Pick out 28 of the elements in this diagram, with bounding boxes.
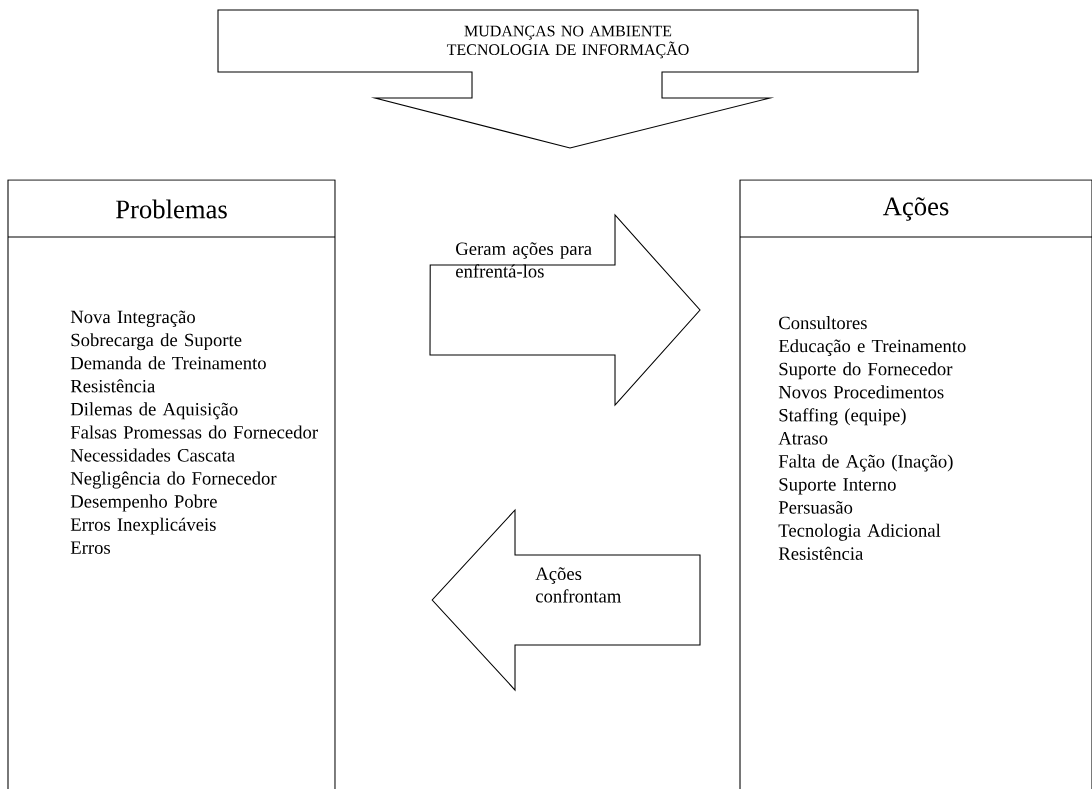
list-item: Atraso <box>778 432 828 445</box>
list-item: Falta de Ação (Inação) <box>778 454 953 472</box>
list-item: Suporte do Fornecedor <box>779 362 953 380</box>
block-arrow <box>431 508 701 692</box>
list-item: Necessidades Cascata <box>70 448 235 462</box>
list-item: Falsas Promessas do Fornecedor <box>70 425 318 439</box>
list-item: Suporte Interno <box>779 478 896 495</box>
list-item: Persuasão <box>778 501 853 514</box>
list-item: Desempenho Pobre <box>70 494 217 512</box>
panel-heading: Problemas <box>116 199 227 219</box>
list-item: Tecnologia Adicional <box>778 523 941 541</box>
list-item: Negligência do Fornecedor <box>70 471 277 489</box>
list-item: Demanda de Treinamento <box>70 356 266 370</box>
list-item: Staffing (equipe) <box>779 408 906 426</box>
list-item: Novos Procedimentos <box>778 385 944 399</box>
list-item: Sobrecarga de Suporte <box>71 333 242 351</box>
list-item: Nova Integração <box>70 310 195 328</box>
list-item: Erros <box>70 541 111 554</box>
edge-label: Geram ações para enfrentá-los <box>456 242 592 278</box>
block-arrow <box>429 213 701 407</box>
list-item: Resistência <box>778 546 864 560</box>
list-item: Resistência <box>70 379 156 393</box>
list-item: Consultores <box>779 316 867 330</box>
list-item: Educação e Treinamento <box>778 339 966 357</box>
list-item: Dilemas de Aquisição <box>70 402 238 420</box>
edge-label: Ações confrontam <box>535 567 622 603</box>
list-item: Erros Inexplicáveis <box>70 517 216 535</box>
panel-heading: Ações <box>882 197 949 221</box>
